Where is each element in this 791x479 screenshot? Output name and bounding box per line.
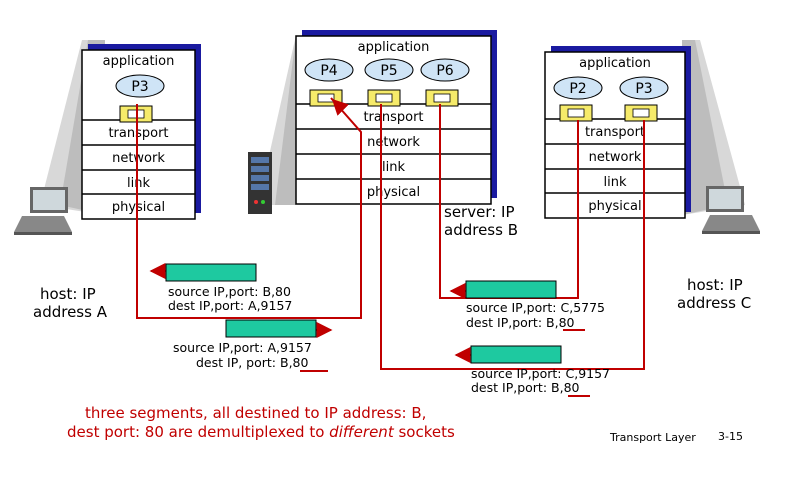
process-p5 [364,58,414,82]
segment-1-source: source IP,port: B,80 [168,284,291,299]
process-p3 [115,74,165,98]
layer-label-network: network [367,135,420,150]
segment-4-dest: dest IP,port: B,80 [471,380,580,395]
layer-label-physical: physical [588,199,641,214]
caption-line2: dest port: 80 are demultiplexed to diffe… [67,423,455,441]
segment-2-dest: dest IP, port: B,80 [196,355,308,370]
segment-2-box [225,319,317,338]
segment-3-box [465,280,557,299]
host-c-protocol-stack: transport network link physical applicationP… [544,46,691,219]
host-a-label-line2: address A [33,303,108,321]
server-tower-icon [248,152,272,214]
footer-page: 3-15 [718,430,743,443]
process-label: P3 [635,81,652,97]
process-label: P6 [436,63,453,79]
socket-hole [375,93,393,103]
segment-boxes [165,263,562,364]
process-p6 [420,58,470,82]
layer-label-link: link [127,176,150,191]
segment-4-box [470,345,562,364]
layer-label-transport: transport [585,125,645,140]
segment-1-dest: dest IP,port: A,9157 [168,298,292,313]
socket-hole [567,108,585,118]
layer-label-application: application [103,54,175,69]
process-p2 [553,76,603,100]
host-a-protocol-stack: transport network link physical applicationP… [81,44,201,220]
layer-label-application: application [358,40,430,55]
socket-hole [632,108,650,118]
server-b-label-line2: address B [444,221,518,239]
layer-label-link: link [382,160,405,175]
process-p3 [619,76,669,100]
footer-section: Transport Layer [609,431,696,444]
layer-label-network: network [589,150,642,165]
host-c-computer [682,40,760,234]
segment-3-source: source IP,port: C,5775 [466,300,605,315]
path-p5-to-c-p3 [380,104,645,370]
segment-1-box [165,263,257,282]
process-label: P5 [380,63,397,79]
process-p4 [304,58,354,82]
process-label: P2 [569,81,586,97]
laptop-icon [14,187,72,235]
layer-label-link: link [604,175,627,190]
port-80-underlines [300,329,590,397]
host-a-label-line1: host: IP [40,285,96,303]
server-b-label-line1: server: IP [444,203,515,221]
segment-4-source: source IP,port: C,9157 [471,366,610,381]
arrow-p4-head [331,98,349,116]
host-c-label-line2: address C [677,294,751,312]
layer-label-transport: transport [363,110,423,125]
segment-3-dest: dest IP,port: B,80 [466,315,575,330]
laptop-icon [702,186,760,234]
layer-label-physical: physical [367,185,420,200]
socket-hole [317,93,335,103]
segment-2-source: source IP,port: A,9157 [173,340,312,355]
layer-label-application: application [579,56,651,71]
process-label: P3 [131,79,148,95]
server-b-protocol-stack: transport network link physical applicationP… [295,30,497,205]
path-a-to-p4 [136,97,362,319]
caption-line1: three segments, all destined to IP addre… [85,404,426,422]
layer-label-physical: physical [112,200,165,215]
socket-hole [433,93,451,103]
layer-label-network: network [112,151,165,166]
server-b-computer [248,35,296,214]
host-c-label-line1: host: IP [687,276,743,294]
process-label: P4 [320,63,337,79]
layer-label-transport: transport [108,126,168,141]
